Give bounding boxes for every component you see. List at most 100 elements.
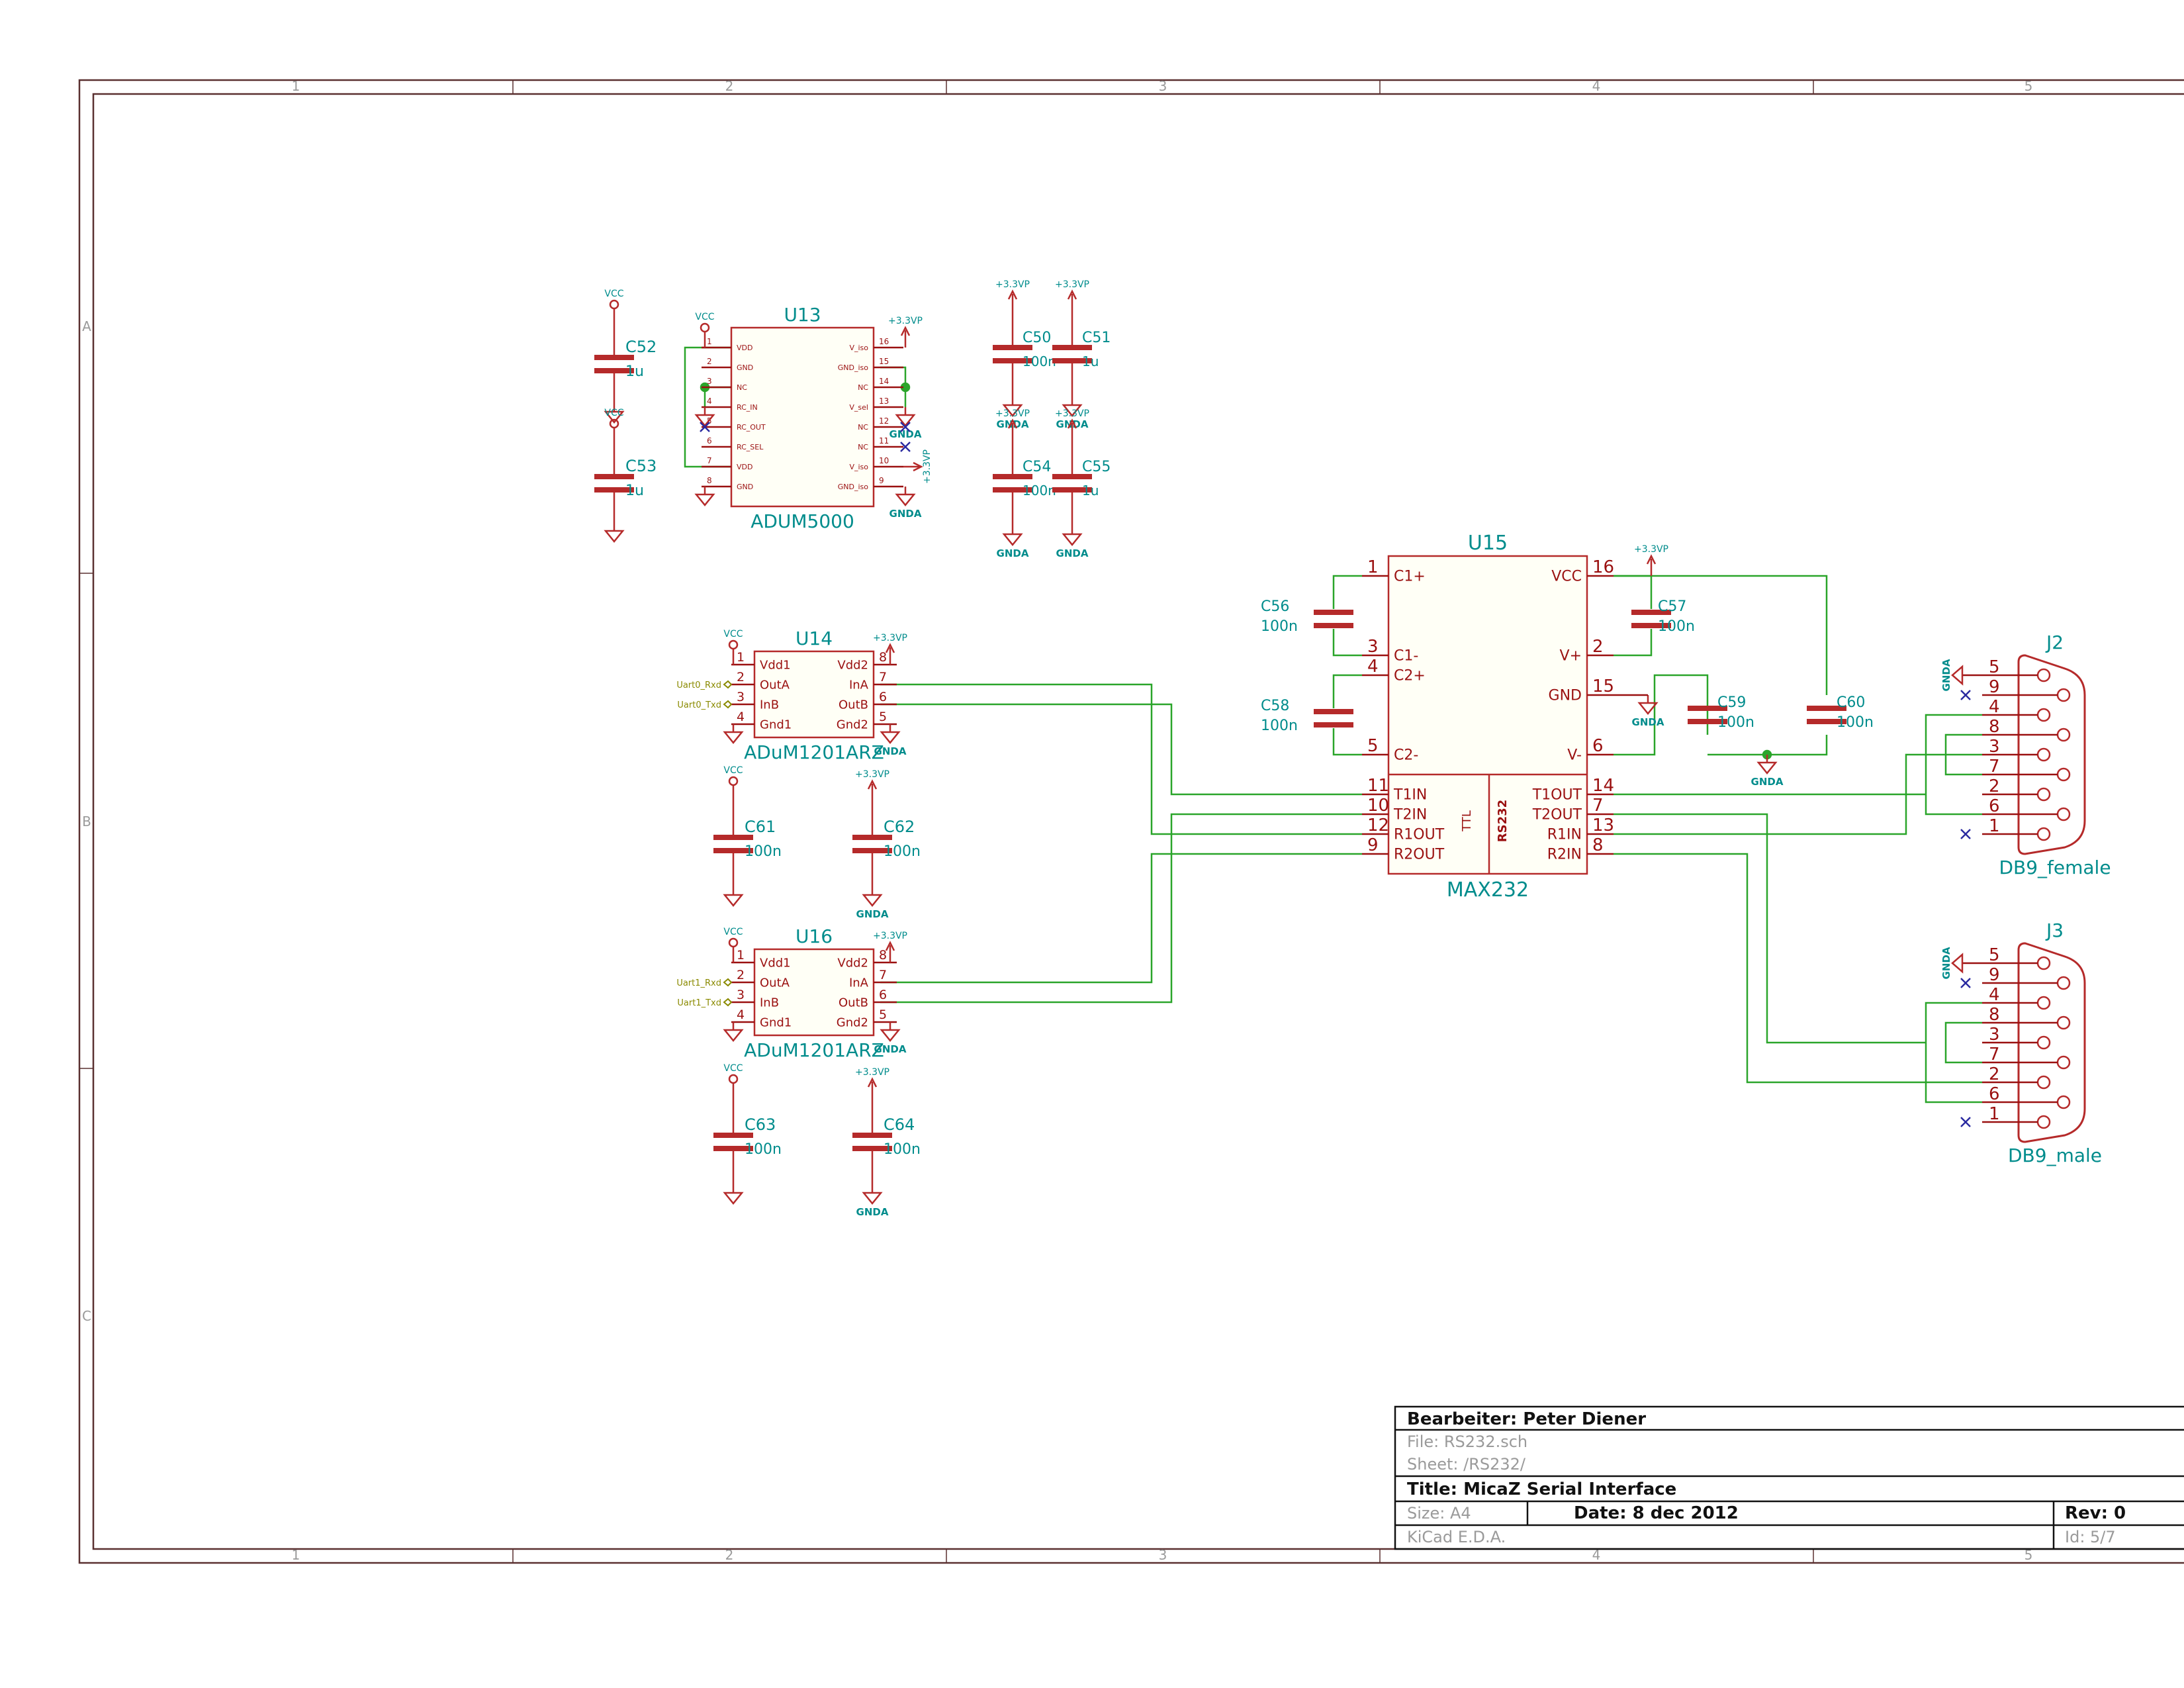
gnd-u14-triangle xyxy=(723,731,744,744)
p33-u14: +3.3VP xyxy=(873,633,907,665)
cap-ref-c51: C51 xyxy=(1082,330,1111,346)
p33-c55-label: +3.3VP xyxy=(1055,408,1089,419)
gnda-u15-gnd: GNDA xyxy=(1632,695,1664,728)
j3-contact-9 xyxy=(2056,976,2071,990)
gnd-u13-pin4 xyxy=(694,407,715,427)
ic-u13: U13ADUM50001VDD2GND3NC4RC_IN5RC_OUT6RC_S… xyxy=(702,304,903,532)
j3-pin-num-1: 1 xyxy=(1989,1104,2000,1124)
cap-ref-c63: C63 xyxy=(745,1115,776,1134)
drawing-frame xyxy=(78,79,2184,1564)
u13-pin-num-2: 2 xyxy=(707,357,712,366)
j3-contact-4 xyxy=(2036,996,2051,1010)
u13-ref: U13 xyxy=(784,304,821,326)
j3-gnda: GNDA xyxy=(1940,947,1982,979)
gnd-c51-triangle xyxy=(1062,404,1083,417)
j2-contact-5 xyxy=(2036,668,2051,682)
col-label-bottom-3: 3 xyxy=(1159,1547,1167,1563)
u13-pin-num-11: 11 xyxy=(879,436,889,445)
u14-ref: U14 xyxy=(796,628,833,649)
p33-c54-arrow xyxy=(1007,418,1018,429)
p33-c51: +3.3VP xyxy=(1055,279,1089,311)
gnd-c63 xyxy=(723,1185,744,1205)
vcc-c53-ring xyxy=(609,418,619,429)
u16-ref: U16 xyxy=(796,925,833,947)
p33-u13-viso-label: +3.3VP xyxy=(888,316,923,326)
u13-pin-num-7: 7 xyxy=(707,456,712,465)
j3-pin-num-8: 8 xyxy=(1989,1005,2000,1025)
u15-pin-name-10: T2IN xyxy=(1393,807,1427,823)
u15-pin-name-15: GND xyxy=(1549,688,1582,704)
cap-ref-c62: C62 xyxy=(884,818,915,836)
wire-j2-loop xyxy=(1925,714,1982,816)
u14-pin-num-8: 8 xyxy=(879,650,887,665)
noconn-j3-pin-1 xyxy=(1960,1117,1971,1127)
j2-contact-9 xyxy=(2056,688,2071,702)
col-label-top-3: 3 xyxy=(1159,78,1167,94)
j3-pin-num-4: 4 xyxy=(1989,985,2000,1005)
u15-pin-num-10: 10 xyxy=(1367,796,1389,816)
u16-pin-name-5: Gnd2 xyxy=(837,1015,868,1029)
u13-pin-num-1: 1 xyxy=(707,337,712,346)
u15-body xyxy=(1387,555,1588,875)
u14-pin-name-7: InA xyxy=(849,678,869,692)
gnd-c62-triangle xyxy=(862,894,883,907)
u13-pin-num-8: 8 xyxy=(707,476,712,485)
u13-pin-num-12: 12 xyxy=(879,416,889,426)
u15-pin-name-4: C2+ xyxy=(1394,668,1426,684)
gnd-u16-triangle xyxy=(723,1029,744,1042)
gnda-u15-gnd-triangle xyxy=(1637,702,1659,715)
cap-ref-c60: C60 xyxy=(1837,694,1865,711)
noconn-u13-pin12-b xyxy=(900,422,911,432)
cap-value-c64: 100n xyxy=(884,1141,921,1158)
gnd-c54: GNDA xyxy=(997,526,1029,559)
u15-pin-name-3: C1- xyxy=(1394,648,1418,665)
j2-contact-6 xyxy=(2056,807,2071,821)
cap-ref-c59: C59 xyxy=(1717,694,1746,711)
col-label-bottom-2: 2 xyxy=(725,1547,734,1563)
u13-body xyxy=(730,326,875,508)
gnd-u13-pin8-triangle xyxy=(694,493,715,506)
u13-pin-name-7: VDD xyxy=(737,463,752,471)
title-block: Bearbeiter: Peter Diener File: RS232.sch… xyxy=(1394,1405,2184,1550)
vcc-u16-ring xyxy=(728,937,739,948)
j3-ref: J3 xyxy=(2045,919,2064,941)
gnd-c55-triangle xyxy=(1062,533,1083,546)
j3-pin-num-2: 2 xyxy=(1989,1064,2000,1084)
u15-pin-num-2: 2 xyxy=(1592,637,1604,657)
j3-pin-num-3: 3 xyxy=(1989,1025,2000,1045)
gnda-u13-gndiso-triangle xyxy=(895,493,916,506)
u16-pin-name-7: InA xyxy=(849,976,869,990)
u13-pin-num-14: 14 xyxy=(879,377,889,386)
title-block-date: Date: 8 dec 2012 xyxy=(1574,1503,1739,1523)
p33-c55-arrow xyxy=(1067,418,1077,429)
wire-u16-outb-t2in xyxy=(880,813,1362,1004)
gnda-u13-vsel-triangle xyxy=(895,414,916,427)
cap-value-c60: 100n xyxy=(1837,714,1874,731)
u15-pin-num-4: 4 xyxy=(1367,657,1379,677)
u15-pin-name-11: T1IN xyxy=(1393,787,1427,804)
wire-c58 xyxy=(1332,674,1362,756)
col-label-top-5: 5 xyxy=(2025,78,2033,94)
gnd-c61-triangle xyxy=(723,894,744,907)
netlabel-u1txd-shape xyxy=(723,998,733,1007)
title-block-file: File: RS232.sch xyxy=(1407,1432,1527,1451)
u14-pin-num-2: 2 xyxy=(737,670,745,684)
p33-u15-vcc: +3.3VP xyxy=(1634,544,1668,576)
gnda-u15-gnd-label: GNDA xyxy=(1632,716,1664,728)
p33-c62-arrow xyxy=(867,779,878,790)
p33-u13-pin10: +3.3VP xyxy=(903,449,933,484)
p33-c62-label: +3.3VP xyxy=(855,769,889,780)
j2-shell xyxy=(2017,654,2086,855)
u13-pin-name-9: GND_iso xyxy=(838,483,869,491)
u13-pin-name-8: GND xyxy=(737,483,753,491)
cap-ref-c56: C56 xyxy=(1261,598,1289,615)
noconn-j2-pin-9-b xyxy=(1960,690,1971,700)
